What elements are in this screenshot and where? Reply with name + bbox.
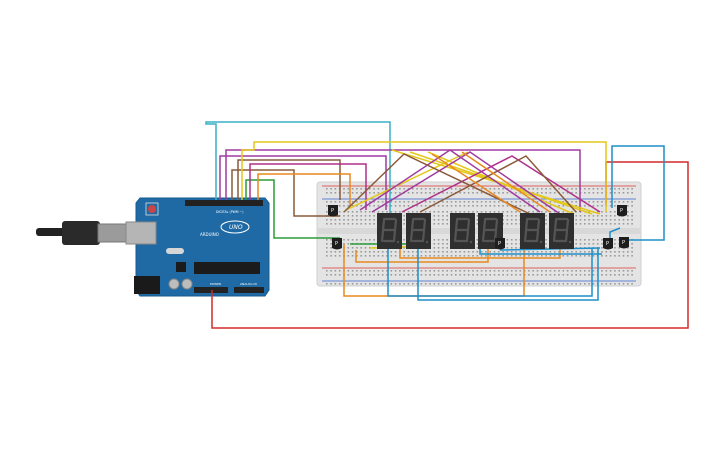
seven-segment-display[interactable] — [520, 213, 545, 249]
transistor[interactable]: P — [603, 238, 613, 250]
wire-brown-2[interactable] — [237, 159, 341, 200]
seven-segment-display[interactable] — [377, 213, 402, 249]
transistor[interactable]: P — [495, 238, 505, 250]
transistor[interactable]: P — [617, 205, 627, 217]
wire-yellow-1[interactable] — [241, 141, 607, 212]
wires — [205, 121, 689, 329]
wire-orange-1[interactable] — [257, 173, 351, 208]
wire-purple-3[interactable] — [371, 151, 561, 215]
wire-blue-1[interactable] — [387, 248, 593, 297]
transistor-label: P — [606, 241, 609, 247]
wire-brown-3[interactable] — [419, 155, 577, 213]
wire-magenta-1[interactable] — [249, 163, 367, 210]
wire-yellow-5[interactable] — [345, 151, 469, 211]
transistor[interactable]: P — [619, 237, 629, 249]
microcontroller-chip — [194, 262, 260, 274]
transistor-label: P — [622, 240, 625, 246]
uno-logo-badge — [220, 220, 250, 234]
wire-brown-4[interactable] — [343, 153, 531, 215]
seven-segment-display[interactable] — [406, 213, 431, 249]
power-header-label: POWER — [210, 282, 221, 286]
arduino-uno-board[interactable]: ARDUINO UNO DIGITAL (PWM ~) POWER ANALOG… — [36, 197, 270, 297]
transistor[interactable]: P — [332, 238, 342, 250]
wire-purple-2[interactable] — [225, 149, 581, 212]
reset-button[interactable] — [148, 205, 156, 213]
power-jack — [134, 276, 160, 294]
wire-blue-3[interactable] — [479, 248, 602, 255]
digital-header[interactable] — [185, 200, 263, 206]
seven-segment-display[interactable] — [478, 213, 503, 249]
usb-connector — [97, 223, 129, 243]
transistor-label: P — [335, 241, 338, 247]
digital-header-label: DIGITAL (PWM ~) — [216, 210, 243, 214]
wire-purple-1[interactable] — [219, 155, 387, 210]
wire-blue-right[interactable] — [611, 145, 665, 241]
capacitor-2 — [181, 278, 193, 290]
wire-magenta-2[interactable] — [401, 155, 601, 213]
wire-orange-3[interactable] — [431, 153, 521, 213]
crystal — [166, 248, 184, 254]
wire-orange-2[interactable] — [461, 151, 551, 213]
power-header[interactable] — [194, 287, 228, 293]
transistor[interactable]: P — [328, 205, 338, 217]
seven-segment-display[interactable] — [549, 213, 574, 249]
uno-model-text: UNO — [229, 224, 243, 231]
transistor-label: P — [498, 241, 501, 247]
usb-port — [125, 221, 157, 245]
wire-purple-4[interactable] — [359, 149, 541, 213]
arduino-logo-text: ARDUINO — [200, 232, 219, 237]
analog-header[interactable] — [234, 287, 264, 293]
transistor-label: P — [331, 208, 334, 214]
seven-segment-displays — [377, 213, 574, 249]
analog-header-label: ANALOG IN — [240, 282, 257, 286]
capacitor-1 — [168, 278, 180, 290]
usb-cable — [36, 228, 70, 236]
seven-segment-display[interactable] — [450, 213, 475, 249]
wire-green[interactable] — [245, 179, 340, 239]
wire-orange-6[interactable] — [399, 246, 561, 259]
usb-plug — [62, 221, 100, 245]
transistors: P P P P P P — [328, 205, 629, 250]
wire-blue-2[interactable] — [417, 248, 599, 301]
wire-cyan[interactable] — [205, 121, 391, 215]
transistor-label: P — [620, 208, 623, 214]
wire-brown-1[interactable] — [231, 169, 340, 217]
small-chip — [176, 262, 186, 272]
